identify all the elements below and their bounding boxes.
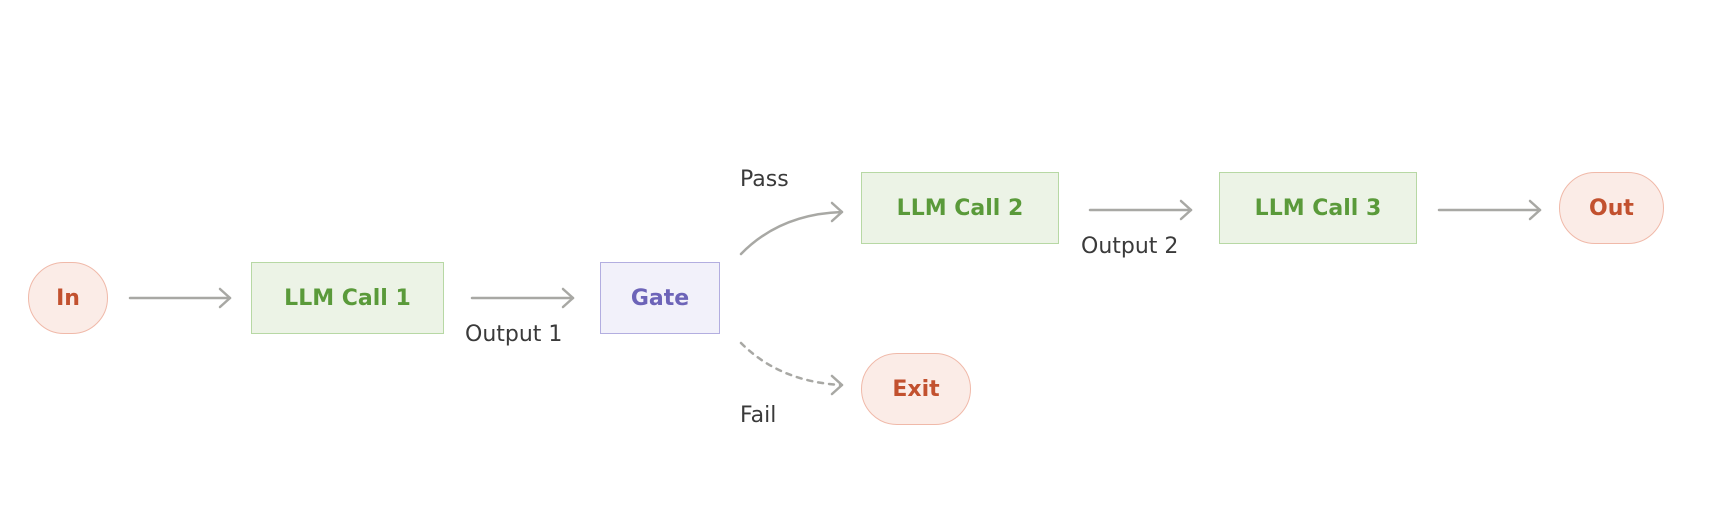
arrowhead-llm-call-3-to-out — [1528, 199, 1542, 221]
arrow-gate-to-llm-call-2 — [739, 210, 844, 256]
edge-label-fail: Fail — [740, 403, 777, 428]
node-llm-call-3: LLM Call 3 — [1219, 172, 1417, 244]
edge-label-pass: Pass — [740, 167, 789, 192]
node-out-label: Out — [1589, 195, 1634, 221]
node-in: In — [28, 262, 108, 334]
node-llm-call-3-label: LLM Call 3 — [1254, 195, 1382, 221]
node-llm-call-2-label: LLM Call 2 — [896, 195, 1024, 221]
arrow-gate-to-exit — [739, 341, 844, 387]
node-exit: Exit — [861, 353, 971, 425]
arrowhead-llm-call-1-to-gate — [561, 287, 575, 309]
node-gate: Gate — [600, 262, 720, 334]
node-exit-label: Exit — [892, 376, 940, 402]
node-gate-label: Gate — [630, 285, 690, 311]
edge-label-output-1: Output 1 — [465, 322, 563, 347]
arrowhead-in-to-llm-call-1 — [218, 287, 232, 309]
edge-label-output-2: Output 2 — [1081, 234, 1179, 259]
arrowhead-llm-call-2-to-llm-call-3 — [1179, 199, 1193, 221]
node-in-label: In — [56, 285, 80, 311]
node-llm-call-1-label: LLM Call 1 — [284, 285, 411, 311]
arrowhead-gate-to-llm-call-2 — [830, 201, 844, 223]
arrowhead-gate-to-exit — [830, 374, 844, 396]
node-out: Out — [1559, 172, 1664, 244]
node-llm-call-2: LLM Call 2 — [861, 172, 1059, 244]
node-llm-call-1: LLM Call 1 — [251, 262, 444, 334]
